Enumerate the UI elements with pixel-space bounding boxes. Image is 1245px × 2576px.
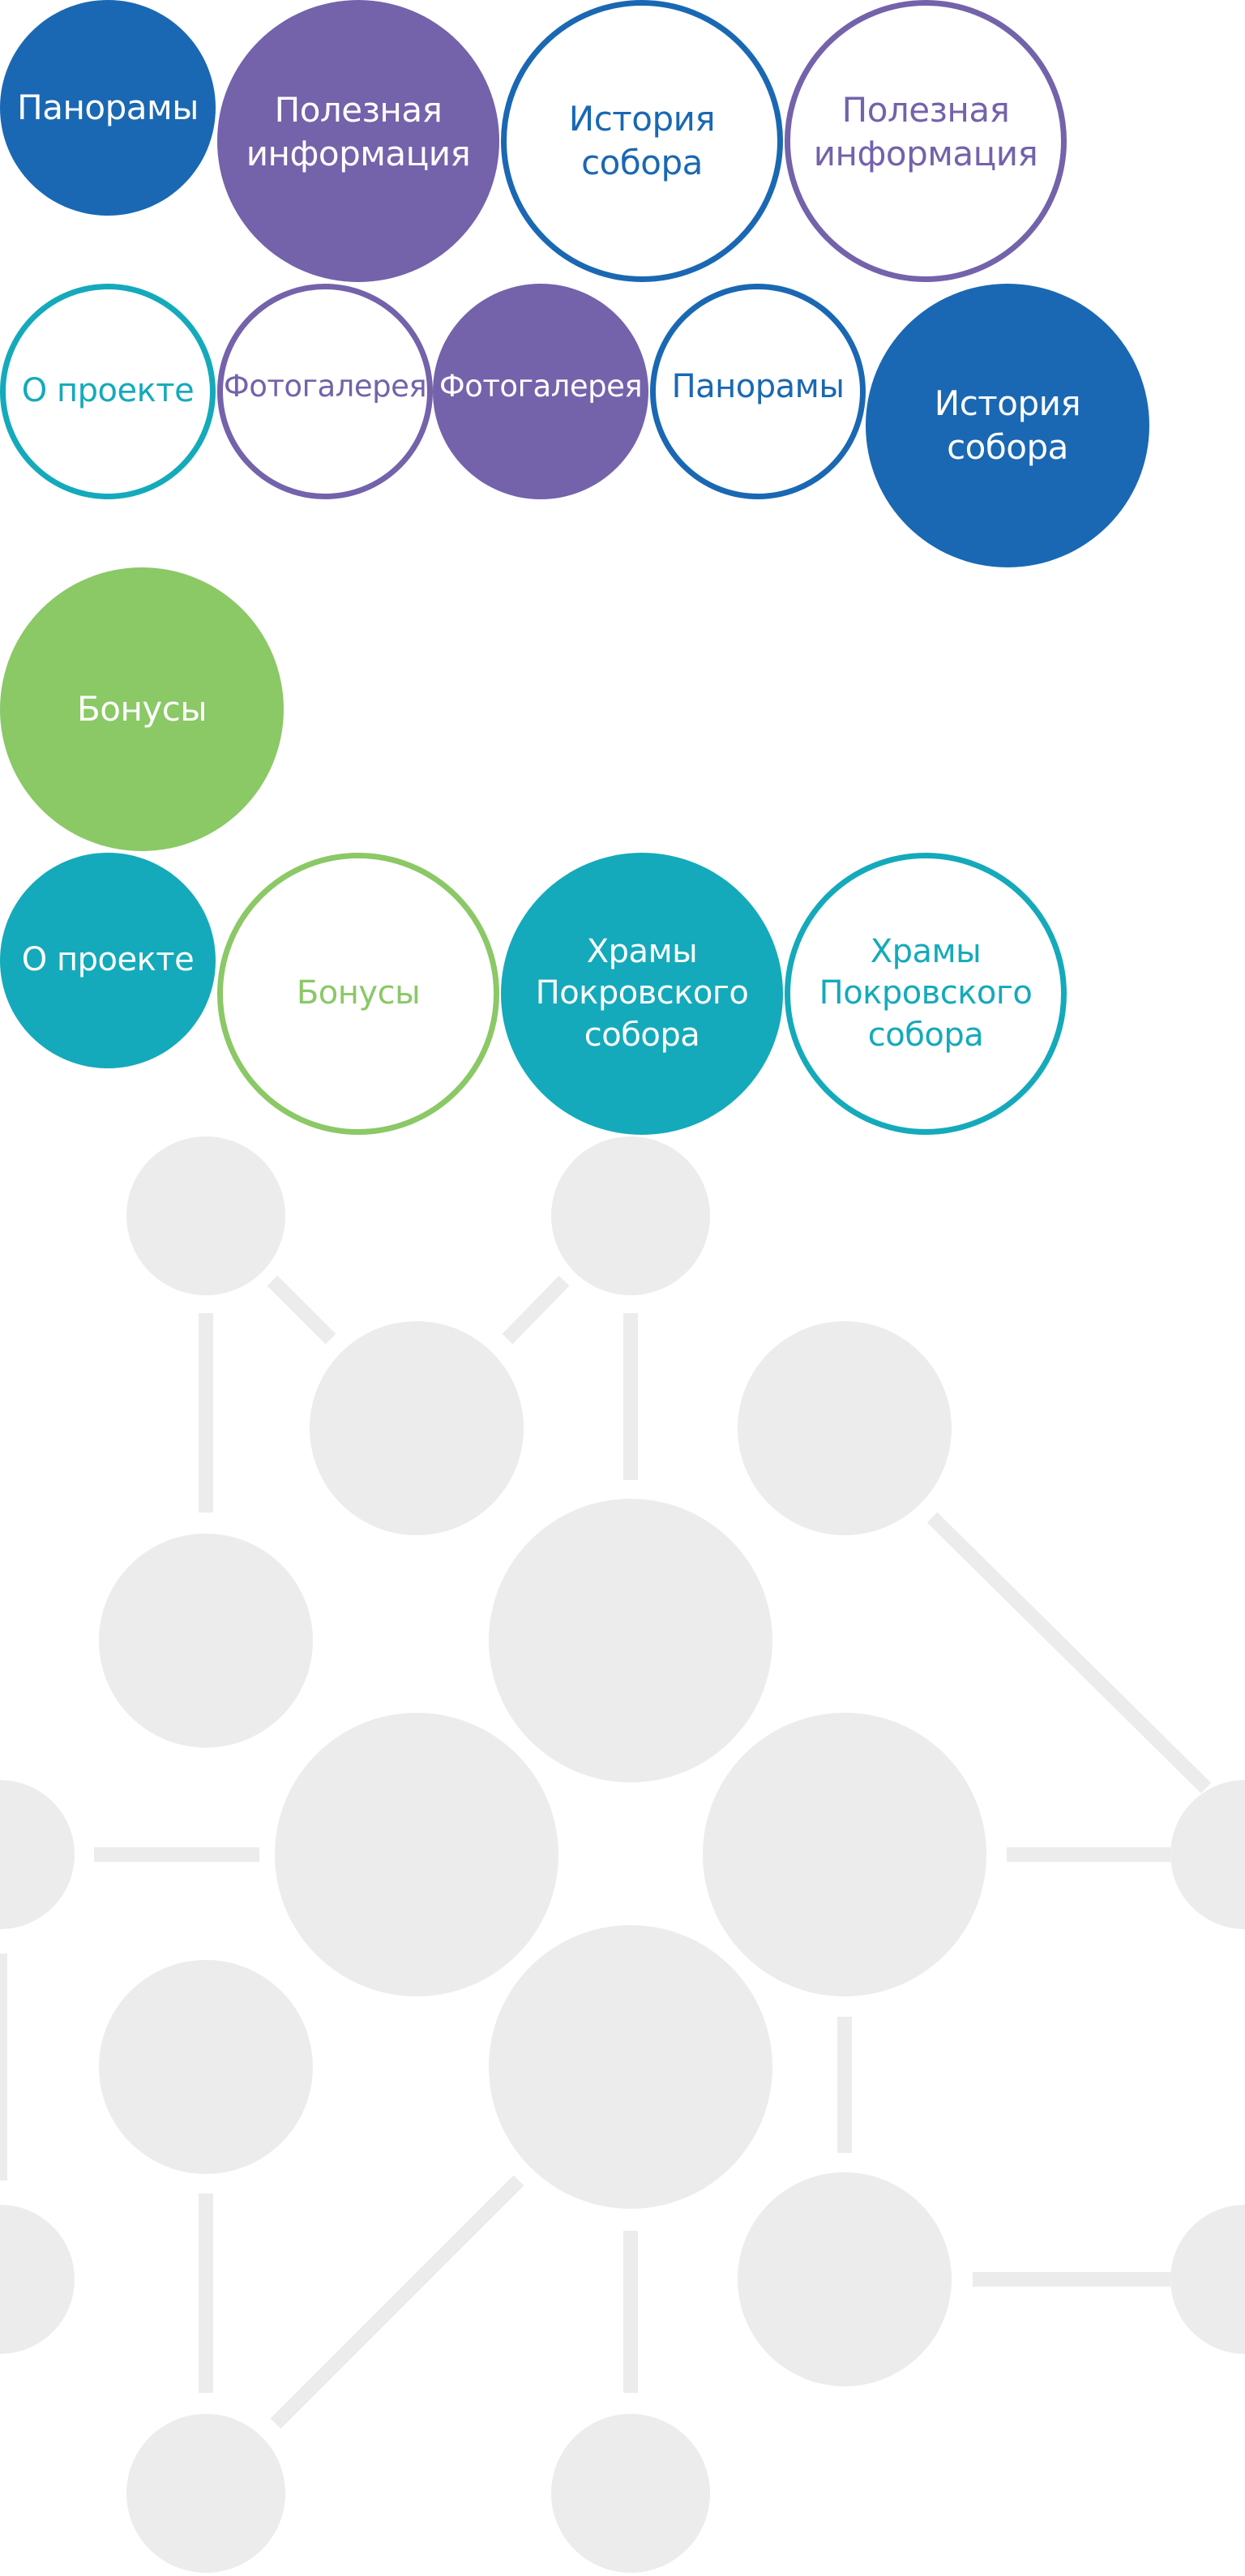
network-node bbox=[738, 1321, 952, 1535]
useful-info-label: Полезная информация bbox=[813, 90, 1038, 173]
bonuses-label: Бонусы bbox=[76, 689, 208, 730]
churches-button[interactable]: Храмы Покровского собора bbox=[785, 853, 1067, 1135]
network-connector bbox=[502, 1275, 570, 1345]
network-connector bbox=[267, 1275, 336, 1345]
photo-gallery-button[interactable]: Фотогалерея bbox=[433, 284, 648, 499]
about-project-label: О проекте bbox=[21, 941, 195, 979]
panoramas-button[interactable]: Панорамы bbox=[650, 284, 866, 499]
about-project-button[interactable]: О проекте bbox=[0, 284, 216, 499]
panoramas-label: Панорамы bbox=[17, 88, 199, 128]
network-node bbox=[551, 2414, 710, 2573]
network-node bbox=[126, 2414, 285, 2573]
network-connector bbox=[926, 1512, 1212, 1794]
bonuses-button[interactable]: Бонусы bbox=[0, 567, 284, 851]
network-node bbox=[99, 1960, 313, 2174]
history-label: История собора bbox=[934, 383, 1081, 467]
history-button[interactable]: История собора bbox=[501, 0, 783, 282]
bonuses-label: Бонусы bbox=[296, 974, 421, 1012]
network-node bbox=[489, 1499, 772, 1782]
network-node bbox=[0, 1780, 75, 1929]
useful-info-button[interactable]: Полезная информация bbox=[785, 0, 1067, 282]
panoramas-button[interactable]: Панорамы bbox=[0, 0, 216, 216]
network-lines bbox=[0, 1275, 1212, 2429]
churches-button[interactable]: Храмы Покровского собора bbox=[501, 853, 783, 1135]
churches-label: Храмы Покровского собора bbox=[535, 933, 749, 1054]
network-node bbox=[0, 2205, 75, 2354]
network-node bbox=[275, 1713, 558, 1996]
network-node bbox=[551, 1136, 710, 1295]
bonuses-button[interactable]: Бонусы bbox=[217, 853, 499, 1135]
network-node bbox=[1170, 1780, 1245, 1929]
churches-label: Храмы Покровского собора bbox=[819, 933, 1033, 1054]
history-button[interactable]: История собора bbox=[866, 284, 1149, 567]
useful-info-label: Полезная информация bbox=[246, 90, 471, 173]
photo-gallery-button[interactable]: Фотогалерея bbox=[217, 284, 433, 499]
network-node bbox=[1170, 2205, 1245, 2354]
network-node bbox=[99, 1534, 313, 1748]
photo-gallery-label: Фотогалерея bbox=[223, 369, 427, 404]
network-connector bbox=[270, 2175, 524, 2429]
network-node bbox=[126, 1136, 285, 1295]
network-node bbox=[310, 1321, 524, 1535]
panoramas-label: Панорамы bbox=[671, 368, 845, 406]
network-node bbox=[489, 1925, 772, 2209]
about-project-label: О проекте bbox=[21, 372, 195, 410]
about-project-button[interactable]: О проекте bbox=[0, 853, 216, 1068]
network-node bbox=[738, 2172, 952, 2386]
network-nodes bbox=[0, 1136, 1245, 2573]
network-node bbox=[703, 1713, 986, 1996]
photo-gallery-label: Фотогалерея bbox=[439, 369, 643, 404]
history-label: История собора bbox=[568, 99, 716, 182]
useful-info-button[interactable]: Полезная информация bbox=[217, 0, 499, 282]
